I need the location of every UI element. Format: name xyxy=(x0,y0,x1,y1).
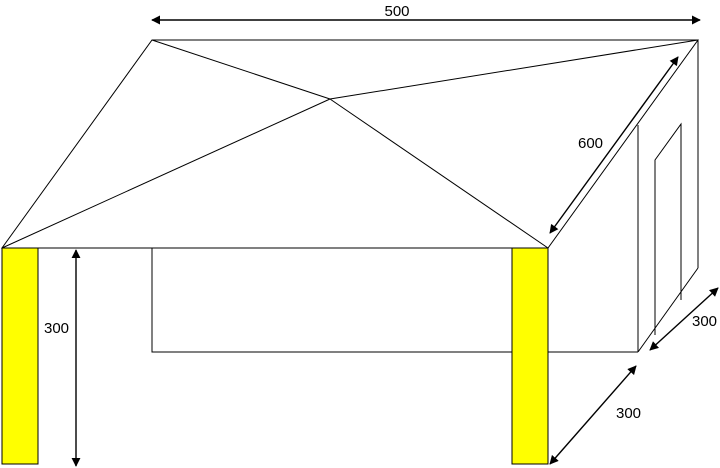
front-depth-label: 300 xyxy=(616,405,641,422)
depth-label: 600 xyxy=(578,135,603,152)
roof-ridge-right-front xyxy=(329,98,549,249)
roof-ridge-left-front xyxy=(1,98,331,249)
side-wall xyxy=(637,40,699,353)
height-label: 300 xyxy=(44,320,69,337)
left-front-post xyxy=(1,247,39,465)
side-depth-dimension-arrow xyxy=(649,287,719,351)
side-door xyxy=(654,122,682,335)
front-depth-dimension-arrow xyxy=(549,365,637,465)
side-wall-bottom-edge xyxy=(637,267,699,353)
roof-ridge-left-back xyxy=(151,39,331,100)
right-front-post xyxy=(511,247,549,465)
back-wall xyxy=(151,248,638,353)
width-label: 500 xyxy=(384,3,409,20)
side-depth-label: 300 xyxy=(692,313,717,330)
depth-dimension-arrow xyxy=(549,56,679,234)
roof-ridge-right-back xyxy=(329,39,699,100)
